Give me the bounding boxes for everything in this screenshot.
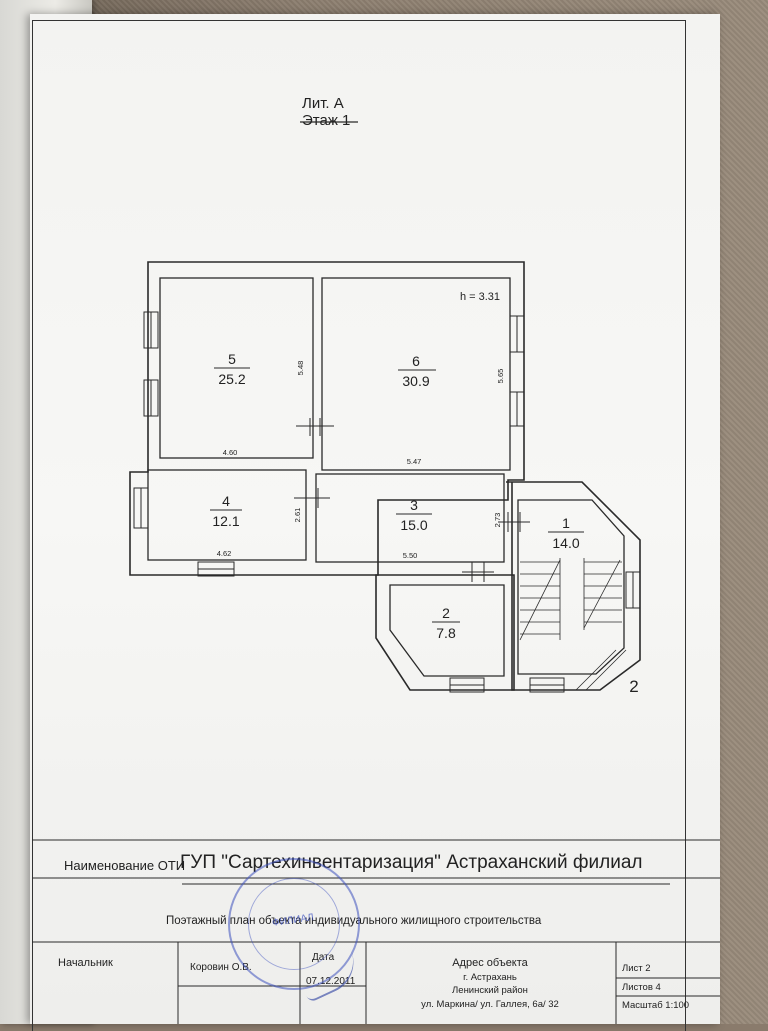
room-2-number: 2 — [442, 605, 450, 621]
scale: Масштаб 1:100 — [622, 1000, 689, 1011]
area-underlines — [210, 367, 584, 623]
sheets-total: Листов 4 — [622, 982, 661, 993]
room-2-outline — [389, 584, 505, 677]
document-sheet — [30, 14, 720, 1024]
room-2-area: 7.8 — [436, 625, 456, 641]
dim-room4-height: 2.61 — [293, 508, 302, 523]
windows — [133, 311, 641, 693]
doors — [294, 418, 530, 582]
dim-room3-height: 2.73 — [493, 513, 502, 528]
dim-room6-height: 5.65 — [496, 369, 505, 384]
organization-name: ГУП "Сартехинвентаризация" Астраханский … — [180, 852, 643, 873]
lit-label: Лит. А — [302, 95, 344, 112]
date-value: 07.12.2011 — [306, 976, 356, 987]
room-3-number: 3 — [410, 497, 418, 513]
room-6-area: 30.9 — [402, 373, 429, 389]
address-district: Ленинский район — [452, 985, 528, 996]
room-6-outline — [321, 277, 511, 471]
room-2-outer — [375, 574, 515, 691]
stairs — [519, 558, 627, 691]
stair-mark: 2 — [629, 677, 638, 696]
floor-label: Этаж 1 — [302, 112, 351, 129]
plan-header: Лит. А Этаж 1 — [280, 95, 350, 129]
drawing-frame — [32, 20, 686, 1031]
room-5-number: 5 — [228, 351, 236, 367]
dim-room5-height: 5.48 — [296, 361, 305, 376]
address-street: ул. Маркина/ ул. Галлея, 6а/ 32 — [421, 999, 559, 1010]
sheet-number: Лист 2 — [622, 963, 651, 974]
room-1-number: 1 — [562, 515, 570, 531]
address-city: г. Астрахань — [463, 972, 517, 983]
chief-name: Коровин О.В. — [190, 962, 252, 973]
room-6-number: 6 — [412, 353, 420, 369]
room-4-area: 12.1 — [212, 513, 239, 529]
room-1-area: 14.0 — [552, 535, 579, 551]
dim-room5-width: 4.60 — [223, 448, 238, 457]
room-4-number: 4 — [222, 493, 230, 509]
name-label: Наименование ОТИ — [64, 858, 186, 873]
room-5-area: 25.2 — [218, 371, 245, 387]
address-label: Адрес объекта — [452, 957, 528, 969]
chief-label: Начальник — [58, 957, 113, 969]
room-1-outline — [517, 499, 625, 675]
outer-wall — [129, 261, 525, 576]
room-3-outline — [315, 473, 505, 563]
dim-room4-width: 4.62 — [217, 549, 232, 558]
room-1-outer — [506, 481, 641, 691]
dim-room3-width: 5.50 — [403, 551, 418, 560]
height-note: h = 3.31 — [460, 291, 500, 303]
room-5-outline — [159, 277, 314, 459]
room-3-area: 15.0 — [400, 517, 427, 533]
official-stamp — [228, 858, 360, 990]
dim-room6-width: 5.47 — [407, 457, 422, 466]
